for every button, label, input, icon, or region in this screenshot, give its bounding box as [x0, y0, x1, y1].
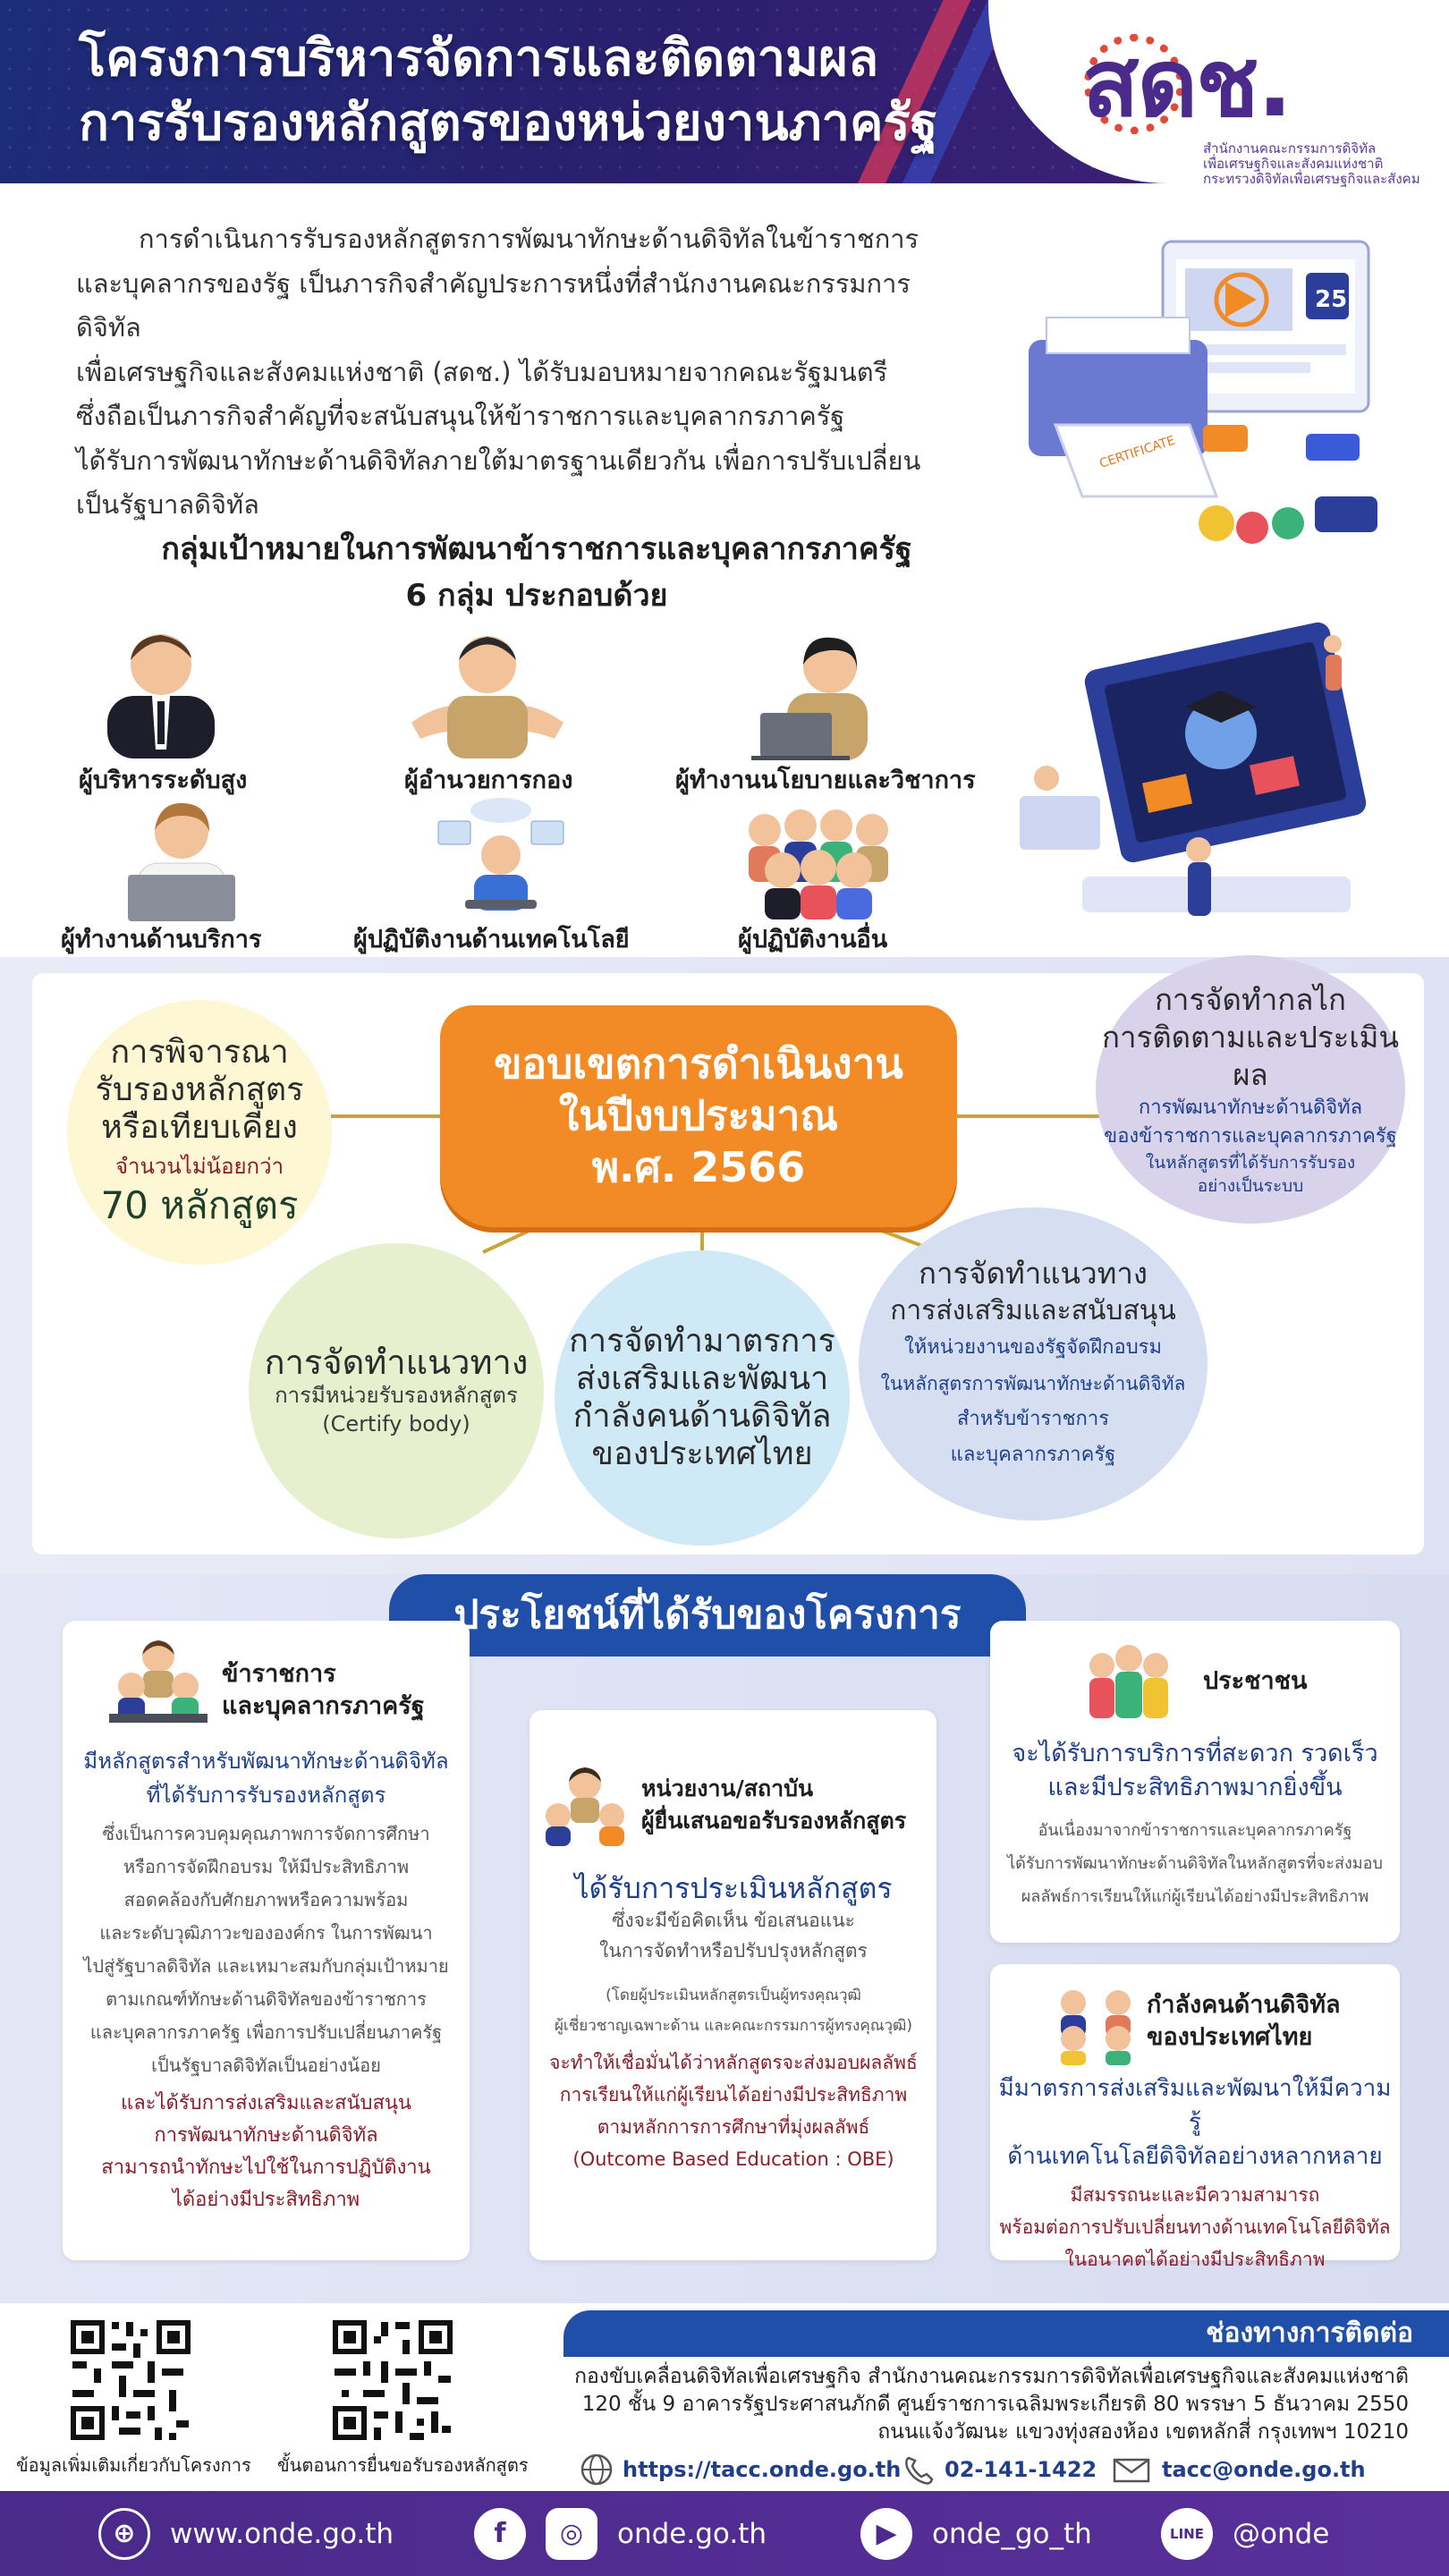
qr-code-project-info[interactable] [67, 2317, 194, 2444]
citizens-icon [1089, 1645, 1168, 1718]
executive-person-icon [107, 634, 215, 758]
qr-steps-icon [329, 2317, 456, 2444]
citizens-content: จะได้รับการบริการที่สะดวก รวดเร็ว และมีป… [1007, 1740, 1383, 1906]
instagram-icon: ◎ [546, 2507, 597, 2560]
globe-icon [580, 2453, 613, 2486]
contact-title-bar [564, 2310, 1449, 2357]
qr-project-icon [67, 2317, 194, 2444]
footer-line[interactable]: LINE @onde [1161, 2491, 1329, 2576]
tech-worker-icon [437, 798, 564, 911]
onde-logo: สดช. [1082, 29, 1292, 138]
scope-circle-workforce-measures: การจัดทำมาตรการ ส่งเสริมและพัฒนา กำลังคน… [555, 1250, 850, 1546]
logo-subtitle: สำนักงานคณะกรรมการดิจิทัล เพื่อเศรษฐกิจแ… [1203, 140, 1420, 187]
facebook-icon: f [474, 2507, 526, 2560]
agency-icon [546, 1767, 624, 1846]
officials-icon [109, 1640, 208, 1723]
officials-content: มีหลักสูตรสำหรับพัฒนาทักษะด้านดิจิทัล ที… [83, 1749, 449, 2211]
globe-icon: ⊕ [98, 2507, 150, 2560]
contact-address-line1: กองขับเคลื่อนดิจิทัลเพื่อเศรษฐกิจ สำนักง… [574, 2365, 1409, 2388]
online-learning-illustration [1020, 622, 1367, 916]
director-person-icon [411, 636, 564, 758]
workforce-icon [1061, 1990, 1131, 2065]
footer-website[interactable]: ⊕ www.onde.go.th [98, 2491, 394, 2576]
contact-title: ช่องทางการติดต่อ [1206, 2318, 1413, 2349]
group-label-director: ผู้อำนวยการกอง [404, 767, 573, 794]
policy-worker-icon [751, 637, 868, 760]
qr-code-submission-steps[interactable] [329, 2317, 456, 2444]
workforce-content: มีมาตรการส่งเสริมและพัฒนาให้มีความรู้ ด้… [998, 2075, 1392, 2270]
contact-phone[interactable]: 02-141-1422 [902, 2453, 1097, 2487]
benefit-card-agencies: หน่วยงาน/สถาบันผู้ยื่นเสนอขอรับรองหลักสู… [530, 1710, 936, 2260]
group-label-executive: ผู้บริหารระดับสูง [79, 767, 248, 794]
benefit-card-citizens: ประชาชน จะได้รับการบริการที่สะดวก รวดเร็… [990, 1621, 1400, 1943]
benefit-card-officials: ข้าราชการและบุคลากรภาครัฐ มีหลักสูตรสำหร… [63, 1621, 470, 2260]
svg-text:25: 25 [1315, 286, 1347, 313]
officials-heading: ข้าราชการและบุคลากรภาครัฐ [222, 1660, 425, 1720]
qr-steps-label: ขั้นตอนการยื่นขอรับรองหลักสูตร [277, 2454, 529, 2476]
youtube-icon: ▶ [860, 2507, 912, 2560]
other-workers-icon [749, 809, 888, 919]
group-label-other: ผู้ปฏิบัติงานอื่น [738, 926, 888, 953]
scope-center-title: ขอบเขตการดำเนินงาน ในปีงบประมาณ พ.ศ. 256… [440, 1005, 957, 1227]
agency-heading: หน่วยงาน/สถาบันผู้ยื่นเสนอขอรับรองหลักสู… [641, 1775, 907, 1834]
certificate-printer-illustration: 25 CERTIFICATE [1029, 240, 1377, 544]
scope-circle-accreditation: การพิจารณา รับรองหลักสูตร หรือเทียบเคียง… [67, 1000, 332, 1265]
mail-icon [1113, 2458, 1150, 2483]
group-label-service: ผู้ทำงานด้านบริการ [61, 926, 262, 953]
benefit-card-workforce: กำลังคนด้านดิจิทัลของประเทศไทย มีมาตรการ… [990, 1964, 1400, 2270]
contact-email[interactable]: tacc@onde.go.th [1112, 2453, 1366, 2487]
service-worker-icon [128, 802, 235, 921]
scope-circle-monitoring: การจัดทำกลไก การติดตามและประเมินผล การพั… [1096, 955, 1405, 1224]
footer-social[interactable]: f ◎ onde.go.th [474, 2491, 767, 2576]
intro-paragraph: การดำเนินการรับรองหลักสูตรการพัฒนาทักษะด… [76, 224, 921, 520]
group-label-policy: ผู้ทำงานนโยบายและวิชาการ [675, 767, 976, 794]
benefits-title: ประโยชน์ที่ได้รับของโครงการ [389, 1574, 1026, 1657]
line-icon: LINE [1161, 2507, 1213, 2560]
qr-project-label: ข้อมูลเพิ่มเติมเกี่ยวกับโครงการ [16, 2454, 251, 2476]
scope-circle-training-guideline: การจัดทำแนวทาง การส่งเสริมและสนับสนุน ให… [859, 1208, 1208, 1521]
contact-address-line2: 120 ชั้น 9 อาคารรัฐประศาสนภักดี ศูนย์ราช… [581, 2393, 1409, 2416]
agency-content: ได้รับการประเมินหลักสูตร ซึ่งจะมีข้อคิดเ… [549, 1871, 918, 2170]
logo-ring-icon [1084, 34, 1184, 134]
contact-address-line3: ถนนแจ้งวัฒนะ แขวงทุ่งสองห้อง เขตหลักสี่ … [877, 2420, 1409, 2444]
target-groups-title: กลุ่มเป้าหมายในการพัฒนาข้าราชการและบุคลา… [161, 531, 912, 614]
scope-circle-certify-body: การจัดทำแนวทาง การมีหน่วยรับรองหลักสูตร … [249, 1243, 544, 1538]
phone-icon [905, 2456, 934, 2485]
workforce-heading: กำลังคนด้านดิจิทัลของประเทศไทย [1147, 1991, 1341, 2051]
footer-youtube[interactable]: ▶ onde_go_th [860, 2491, 1092, 2576]
contact-website[interactable]: https://tacc.onde.go.th [580, 2453, 901, 2487]
citizens-heading: ประชาชน [1203, 1667, 1308, 1695]
group-label-tech: ผู้ปฏิบัติงานด้านเทคโนโลยี [353, 926, 630, 953]
page-title: โครงการบริหารจัดการและติดตามผล การรับรอง… [79, 30, 938, 152]
